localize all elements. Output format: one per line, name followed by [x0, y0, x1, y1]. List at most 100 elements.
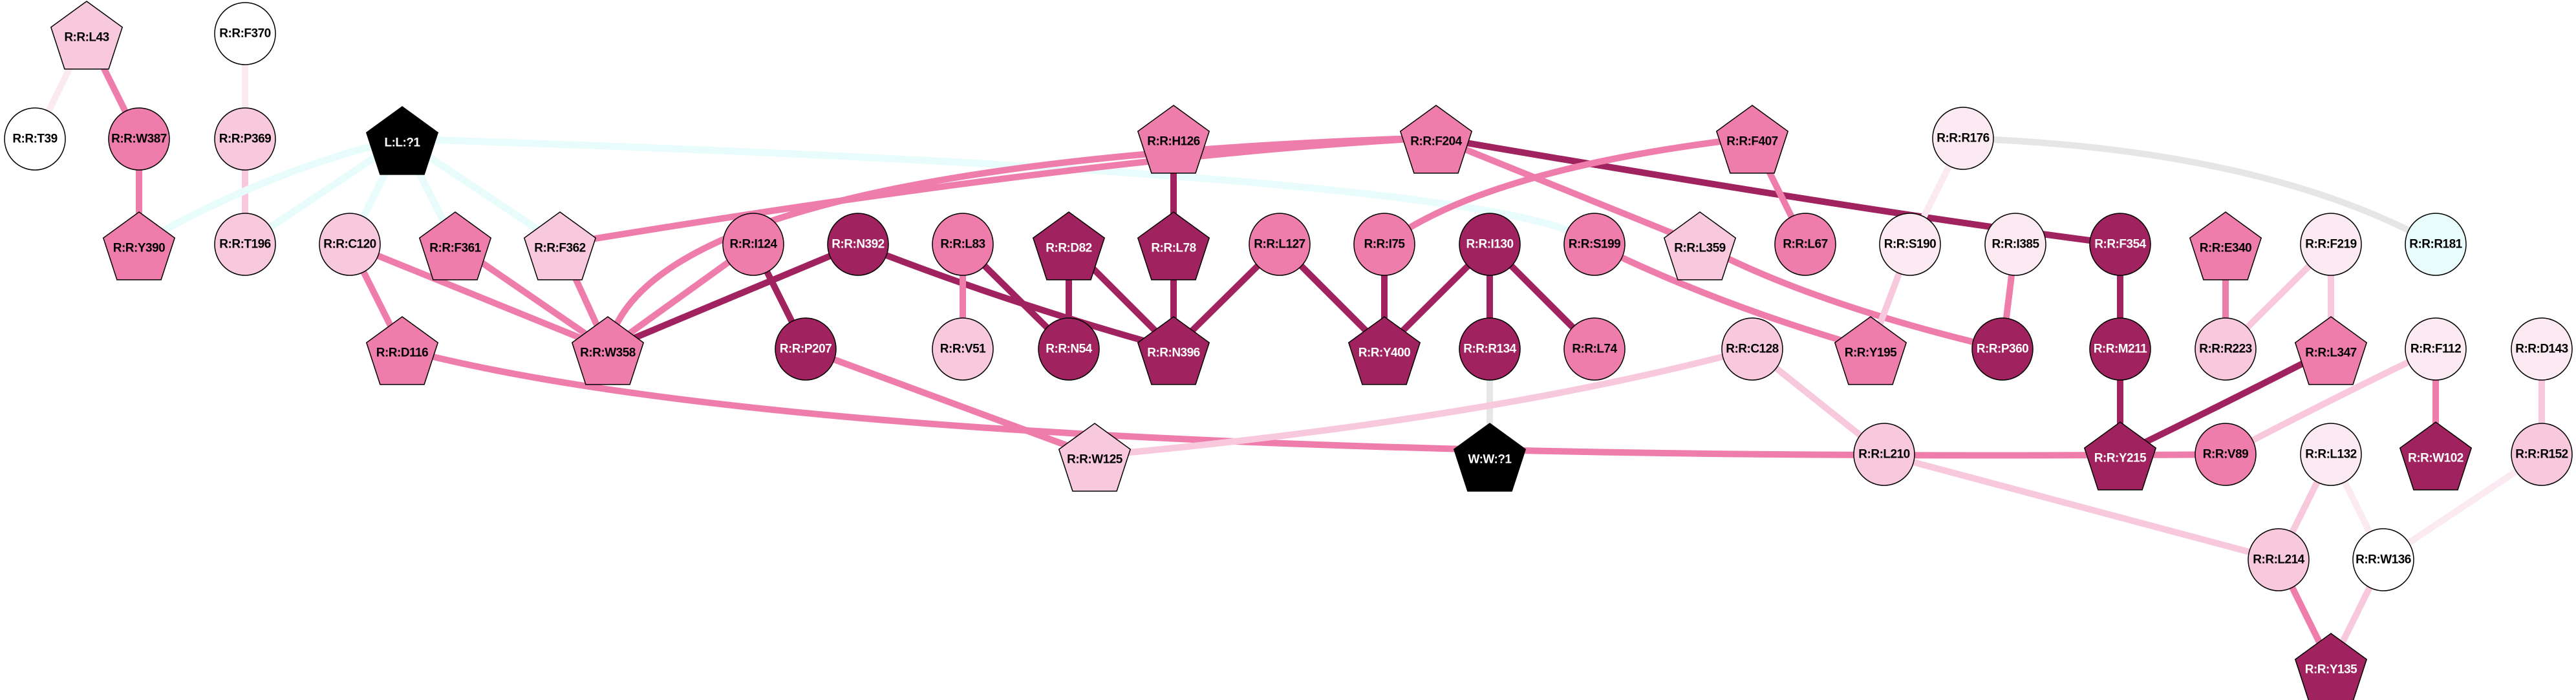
edge-r-r-l359-r-r-p360: [1698, 241, 2004, 352]
node-label: R:R:C120: [323, 238, 376, 251]
node-r-r-l127[interactable]: R:R:L127: [1249, 213, 1311, 276]
node-r-r-l347[interactable]: R:R:L347: [2294, 316, 2368, 385]
node-r-r-l132[interactable]: R:R:L132: [2300, 423, 2362, 486]
node-r-r-f407[interactable]: R:R:F407: [1715, 105, 1789, 174]
edge-r-r-r176-r-r-r181: [1962, 135, 2438, 248]
node-r-r-r176[interactable]: R:R:R176: [1932, 107, 1994, 170]
node-label: R:R:W125: [1067, 453, 1123, 467]
node-label: R:R:L210: [1858, 448, 1909, 461]
edge-r-r-n392-r-r-w358: [606, 241, 859, 352]
node-r-r-f362[interactable]: R:R:F362: [523, 211, 597, 281]
node-label: R:R:L43: [64, 31, 109, 45]
node-r-r-t39[interactable]: R:R:T39: [4, 107, 66, 171]
node-r-r-y215[interactable]: R:R:Y215: [2083, 421, 2157, 491]
node-r-r-l74[interactable]: R:R:L74: [1563, 317, 1626, 381]
pentagon-node-shape: [523, 211, 597, 281]
node-r-r-i75[interactable]: R:R:I75: [1353, 213, 1415, 276]
node-r-r-m211[interactable]: R:R:M211: [2089, 317, 2151, 381]
node-r-r-d143[interactable]: R:R:D143: [2511, 317, 2573, 381]
circle-node-shape: [2248, 528, 2310, 591]
node-r-r-c128[interactable]: R:R:C128: [1721, 317, 1783, 381]
node-r-r-w387[interactable]: R:R:W387: [108, 107, 170, 171]
node-label: R:R:I75: [1364, 238, 1405, 251]
node-label: R:R:F362: [534, 242, 585, 255]
node-r-r-i130[interactable]: R:R:I130: [1459, 213, 1521, 276]
node-r-r-s199[interactable]: R:R:S199: [1563, 213, 1626, 276]
node-r-r-v51[interactable]: R:R:V51: [932, 317, 994, 381]
node-label: R:R:L67: [1783, 238, 1827, 251]
circle-node-shape: [2195, 423, 2257, 486]
node-r-r-l359[interactable]: R:R:L359: [1663, 211, 1737, 281]
node-r-r-n54[interactable]: R:R:N54: [1038, 317, 1100, 381]
node-r-r-f219[interactable]: R:R:F219: [2300, 213, 2362, 276]
pentagon-node-shape: [1834, 316, 1907, 385]
node-r-r-n392[interactable]: R:R:N392: [827, 213, 889, 276]
circle-node-shape: [1459, 317, 1521, 381]
node-label: R:R:F407: [1726, 135, 1777, 149]
node-r-r-l67[interactable]: R:R:L67: [1774, 213, 1836, 276]
pentagon-node-shape: [1347, 316, 1421, 385]
node-label: R:R:L74: [1572, 343, 1617, 356]
node-r-r-l83[interactable]: R:R:L83: [932, 213, 994, 276]
node-r-r-f204[interactable]: R:R:F204: [1399, 105, 1473, 174]
node-label: R:R:R223: [2199, 343, 2252, 356]
node-r-r-w102[interactable]: R:R:W102: [2399, 421, 2473, 491]
node-r-r-d82[interactable]: R:R:D82: [1032, 211, 1106, 281]
node-label: R:R:R134: [1463, 343, 1516, 356]
circle-node-shape: [2195, 317, 2257, 381]
node-r-r-l214[interactable]: R:R:L214: [2248, 528, 2310, 591]
node-r-r-y400[interactable]: R:R:Y400: [1347, 316, 1421, 385]
node-r-r-n396[interactable]: R:R:N396: [1137, 316, 1210, 385]
node-r-r-w136[interactable]: R:R:W136: [2352, 528, 2414, 591]
pentagon-node-shape: [2294, 633, 2368, 700]
pentagon-node-shape: [1058, 423, 1132, 492]
node-r-r-r223[interactable]: R:R:R223: [2195, 317, 2257, 381]
node-r-r-h126[interactable]: R:R:H126: [1137, 105, 1210, 174]
node-r-r-v89[interactable]: R:R:V89: [2195, 423, 2257, 486]
node-r-r-f370[interactable]: R:R:F370: [214, 2, 276, 65]
node-r-r-e340[interactable]: R:R:E340: [2189, 211, 2262, 281]
node-r-r-d116[interactable]: R:R:D116: [365, 316, 439, 385]
pentagon-node-shape: [365, 316, 439, 385]
circle-node-shape: [2089, 317, 2151, 381]
node-l-l-1[interactable]: L:L:?1: [365, 106, 439, 175]
node-r-r-p207[interactable]: R:R:P207: [775, 317, 837, 381]
node-r-r-r152[interactable]: R:R:R152: [2511, 423, 2573, 486]
node-r-r-i385[interactable]: R:R:I385: [1984, 213, 2046, 276]
circle-node-shape: [1721, 317, 1783, 381]
node-r-r-p369[interactable]: R:R:P369: [214, 107, 276, 171]
node-label: R:R:N396: [1147, 346, 1200, 360]
node-r-r-l78[interactable]: R:R:L78: [1137, 211, 1210, 281]
node-r-r-t196[interactable]: R:R:T196: [214, 213, 276, 276]
node-r-r-f112[interactable]: R:R:F112: [2405, 317, 2467, 381]
node-label: R:R:P369: [219, 133, 271, 146]
edge-r-r-f204-r-r-w358: [605, 134, 1437, 350]
node-r-r-i124[interactable]: R:R:I124: [722, 213, 784, 276]
node-r-r-f361[interactable]: R:R:F361: [418, 211, 492, 281]
node-label: R:R:R152: [2515, 448, 2568, 461]
node-r-r-s190[interactable]: R:R:S190: [1879, 213, 1941, 276]
node-r-r-r134[interactable]: R:R:R134: [1459, 317, 1521, 381]
node-r-r-c120[interactable]: R:R:C120: [319, 213, 381, 276]
node-r-r-f354[interactable]: R:R:F354: [2089, 213, 2151, 276]
node-r-r-y195[interactable]: R:R:Y195: [1834, 316, 1907, 385]
pentagon-node-shape: [1715, 105, 1789, 174]
node-label: R:R:W358: [580, 346, 636, 360]
node-label: R:R:L214: [2253, 553, 2304, 567]
node-r-r-l43[interactable]: R:R:L43: [50, 1, 123, 70]
node-label: R:R:L359: [1674, 242, 1725, 255]
node-r-r-w125[interactable]: R:R:W125: [1058, 423, 1132, 492]
circle-node-shape: [4, 107, 66, 171]
edge-r-r-r152-r-r-w136: [2381, 451, 2544, 563]
node-r-r-w358[interactable]: R:R:W358: [571, 316, 645, 385]
node-r-r-y135[interactable]: R:R:Y135: [2294, 633, 2368, 700]
node-label: R:R:Y135: [2305, 663, 2357, 677]
node-r-r-p360[interactable]: R:R:P360: [1971, 317, 2034, 381]
node-label: R:R:L127: [1254, 238, 1305, 251]
node-w-w-1[interactable]: W:W:?1: [1453, 423, 1527, 492]
node-r-r-y390[interactable]: R:R:Y390: [102, 211, 176, 281]
node-r-r-l210[interactable]: R:R:L210: [1853, 423, 1915, 486]
node-r-r-r181[interactable]: R:R:R181: [2405, 213, 2467, 276]
edge-r-r-s199-r-r-y195: [1593, 241, 1872, 352]
edge-r-r-p207-r-r-w125: [804, 346, 1096, 459]
